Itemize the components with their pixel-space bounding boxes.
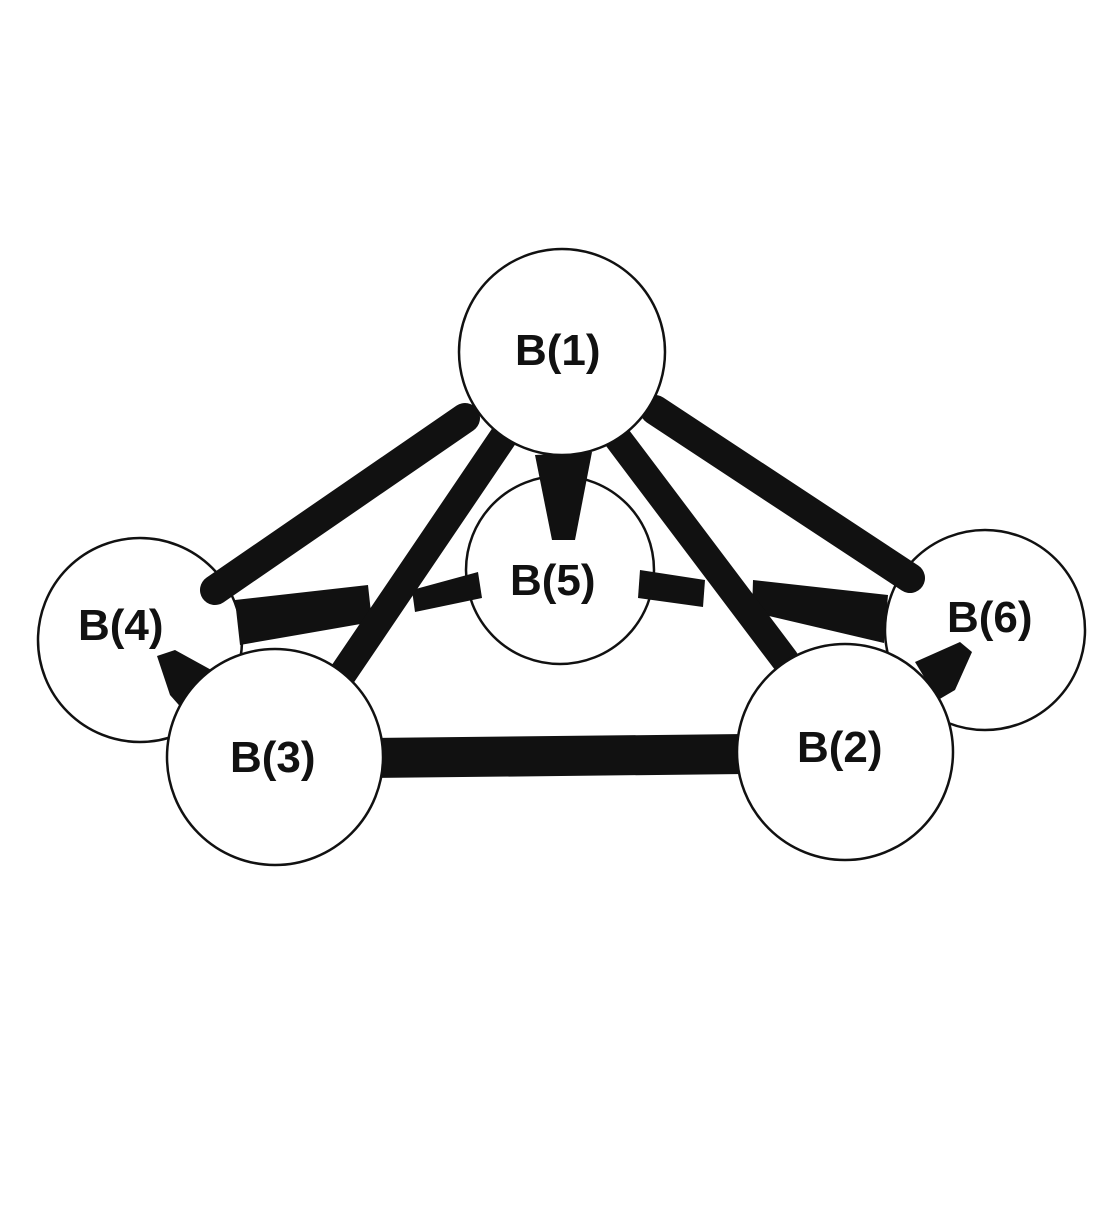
atom-b3: B(3) — [165, 647, 385, 867]
bond-b1-b3 — [326, 416, 522, 692]
bond-b5-b6-wedge-b — [752, 580, 888, 643]
bond-b1-b4 — [200, 403, 480, 605]
atom-b2-label: B(2) — [797, 723, 883, 772]
bond-b1-b6 — [640, 395, 925, 593]
bond-b1-b5-wedge — [535, 452, 592, 540]
atom-b3-label: B(3) — [230, 733, 316, 782]
bond-b1-b2 — [596, 414, 799, 674]
atom-b6-label: B(6) — [947, 593, 1033, 642]
atom-b1-circle — [457, 247, 667, 457]
bonds-front — [200, 395, 925, 778]
atom-b3-circle — [165, 647, 385, 867]
atom-b1-label: B(1) — [515, 326, 601, 375]
bond-b3-b2 — [374, 734, 746, 778]
atom-b2-circle — [735, 642, 955, 862]
atom-b1: B(1) — [457, 247, 667, 457]
atom-b4-label: B(4) — [78, 601, 164, 650]
bond-b4-b5-wedge-a — [235, 585, 372, 645]
atom-b5-label: B(5) — [510, 556, 596, 605]
bond-b4-b5-wedge-b — [412, 572, 482, 612]
bond-b5-b6-wedge-a — [638, 570, 705, 607]
atom-b2: B(2) — [735, 642, 955, 862]
bond-b4-b3-wedge — [157, 650, 215, 712]
